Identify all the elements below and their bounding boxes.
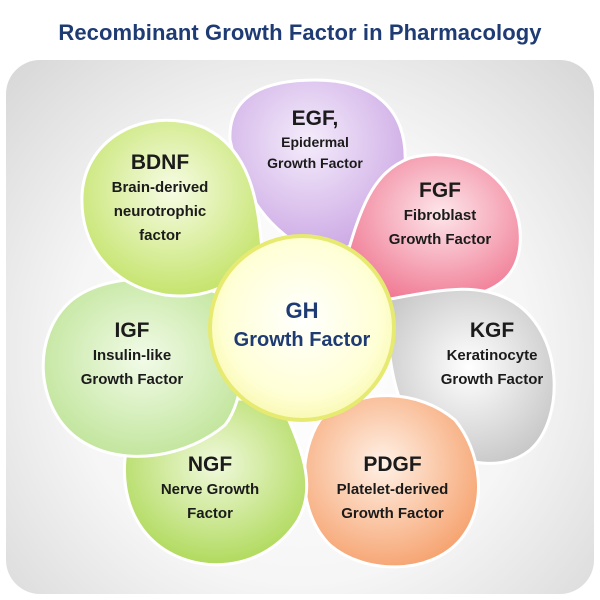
petal-bdnf-abbr: BDNF [130, 151, 190, 174]
petal-label-igf: IGF Insulin-like Growth Factor [62, 318, 202, 392]
petal-igf-full: Insulin-like Growth Factor [80, 347, 184, 388]
petal-label-kgf: KGF Keratinocyte Growth Factor [422, 318, 562, 392]
petal-fgf-full: Fibroblast Growth Factor [388, 207, 492, 248]
petal-pdgf-abbr: PDGF [363, 453, 422, 476]
petal-pdgf [302, 394, 480, 569]
petal-label-egf: EGF, Epidermal Growth Factor [250, 106, 380, 174]
petal-label-pdgf: PDGF Platelet-derived Growth Factor [320, 452, 465, 526]
petal-label-ngf: NGF Nerve Growth Factor [140, 452, 280, 526]
petal-igf-abbr: IGF [114, 319, 150, 342]
petal-bdnf-full: Brain-derived neurotrophic factor [111, 179, 209, 244]
diagram-title: Recombinant Growth Factor in Pharmacolog… [58, 20, 542, 45]
petal-bdnf [80, 118, 264, 298]
petal-igf [41, 277, 245, 458]
petal-ngf-full: Nerve Growth Factor [160, 481, 260, 522]
petal-ngf-abbr: NGF [187, 453, 233, 476]
center-circle [208, 234, 396, 422]
petal-kgf-full: Keratinocyte Growth Factor [440, 347, 544, 388]
petal-pdgf-full: Platelet-derived Growth Factor [336, 481, 449, 522]
petal-label-fgf: FGF Fibroblast Growth Factor [375, 178, 505, 252]
petal-fgf-abbr: FGF [419, 179, 461, 202]
center-abbr: GH [285, 298, 319, 323]
center-full: Growth Factor [233, 329, 371, 351]
center-label: GH Growth Factor [212, 296, 392, 354]
petal-egf-abbr: EGF, [291, 107, 339, 130]
petal-label-bdnf: BDNF Brain-derived neurotrophic factor [95, 150, 225, 248]
petal-kgf-abbr: KGF [469, 319, 515, 342]
petal-egf-full: Epidermal Growth Factor [267, 134, 363, 171]
